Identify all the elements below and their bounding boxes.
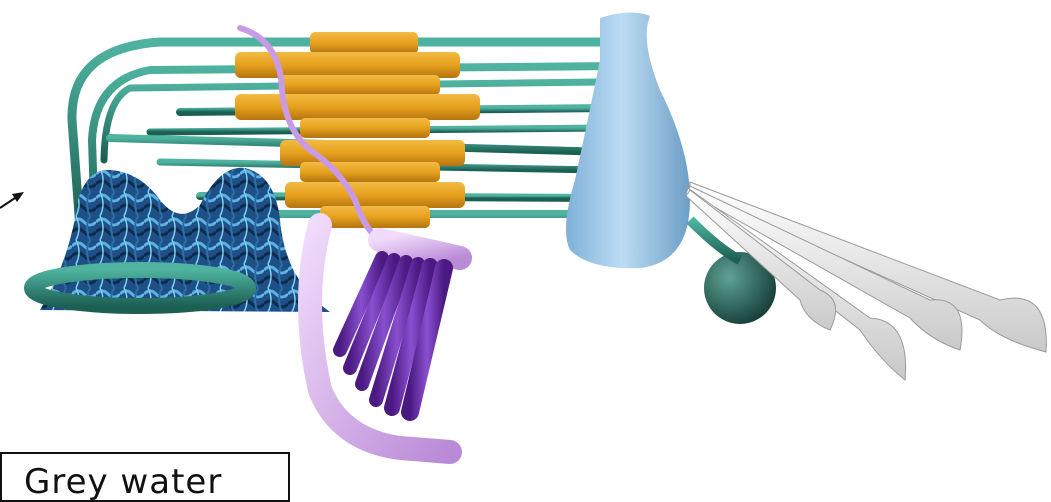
light-blue-vessel xyxy=(566,12,690,268)
purple-tubes xyxy=(340,258,444,412)
label-text: Grey water xyxy=(24,462,222,502)
render-scene xyxy=(0,0,1051,490)
label-box: Grey water xyxy=(0,452,290,502)
arrow-icon xyxy=(0,192,24,208)
